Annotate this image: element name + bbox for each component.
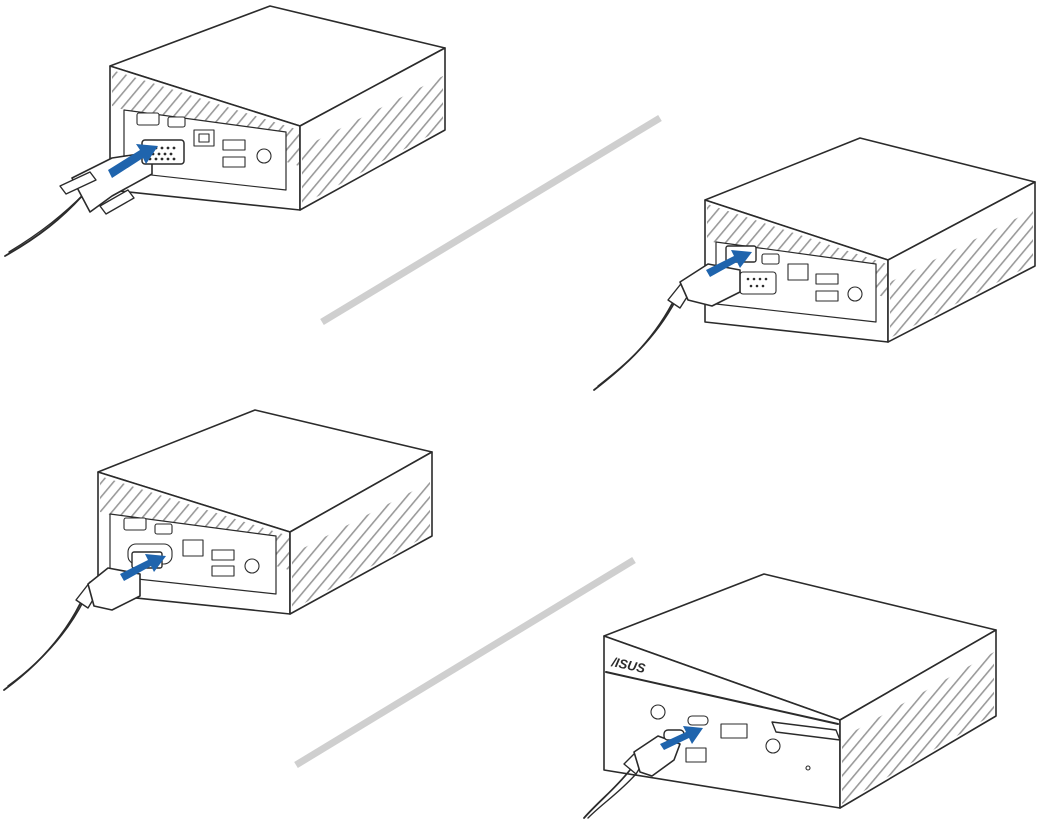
panel-usb-c-front-connection: /ISUS [583, 573, 997, 819]
asus-logo: /ISUS [609, 654, 647, 676]
usb-c-port [687, 715, 709, 726]
divider-line-top [320, 115, 662, 325]
headset-jack [765, 738, 781, 754]
insert-arrow [120, 554, 166, 581]
vga-thumbscrew-bottom [99, 189, 135, 215]
rear-port-panel [136, 112, 272, 168]
insert-arrow [660, 726, 703, 750]
hdmi-port [136, 112, 160, 126]
usb-a-port-lower [685, 747, 707, 763]
insert-arrow [706, 250, 752, 277]
panel-vga-connection [4, 5, 446, 257]
status-led [805, 765, 811, 771]
vga-cable [4, 139, 185, 257]
front-port-panel [650, 704, 811, 771]
vga-port-plugged [739, 271, 777, 295]
audio-jack [650, 704, 666, 720]
panel-hdmi-connection [593, 137, 1036, 391]
panel-displayport-connection [3, 409, 433, 691]
usb-a-port-upper [720, 723, 748, 739]
usb-port-upper [815, 273, 839, 285]
displayport-port [167, 116, 186, 128]
rear-port-panel [739, 253, 863, 302]
displayport-port [761, 253, 780, 265]
vga-thumbscrew-top [59, 171, 97, 195]
mini-pc [97, 409, 433, 615]
hdmi-port [123, 517, 147, 531]
mini-pc [109, 5, 446, 211]
hdmi-plug-body [679, 263, 741, 307]
mini-pc [704, 137, 1036, 343]
power-jack [244, 558, 260, 574]
usb-port-upper [211, 549, 235, 561]
usb-port-lower [211, 565, 235, 577]
usb-port-lower [815, 290, 839, 302]
vga-plug-body [71, 151, 153, 213]
power-jack [256, 148, 272, 164]
power-jack [847, 286, 863, 302]
insert-arrow [108, 144, 158, 178]
usb-port-upper [222, 139, 246, 151]
ethernet-port [182, 539, 204, 557]
displayport-port-upper [154, 523, 173, 535]
ethernet-port [787, 263, 809, 281]
front-power-button [771, 721, 841, 741]
usb-port-lower [222, 156, 246, 168]
divider-line-bottom [294, 557, 636, 768]
mini-pc [603, 573, 997, 809]
hdmi-cable [593, 245, 757, 391]
ethernet-port [193, 129, 215, 147]
